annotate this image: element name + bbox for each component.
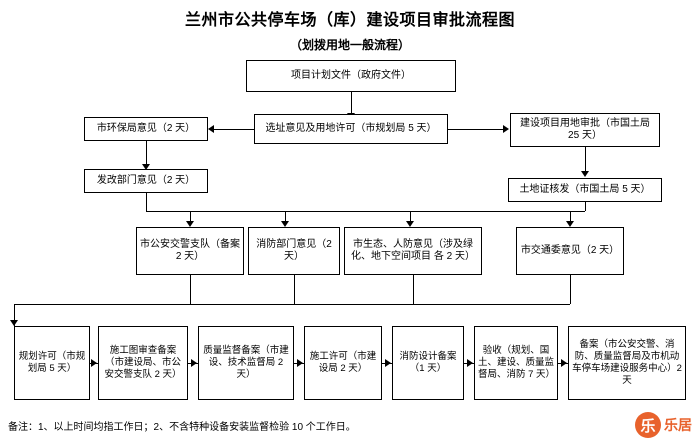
node-env-opinion[interactable]: 市环保局意见（2 天） <box>84 117 208 141</box>
node-plan-doc[interactable]: 项目计划文件（政府文件） <box>246 60 456 92</box>
riser-fire-dept <box>294 275 295 304</box>
leju-wordmark: 乐居 <box>664 417 692 433</box>
brand-logo: 乐 乐居 <box>635 412 692 438</box>
node-drawing-review[interactable]: 施工图审查备案（市建设局、市公安交警支队 2 天） <box>98 326 188 400</box>
node-construction-permit[interactable]: 施工许可（市建设局 2 天） <box>304 326 382 400</box>
node-dev-reform[interactable]: 发改部门意见（2 天） <box>84 169 208 193</box>
arrowhead-site-to-env <box>208 125 214 133</box>
arrowhead-drawing-quality <box>191 359 197 367</box>
node-fire-design[interactable]: 消防设计备案（1 天） <box>392 326 464 400</box>
node-traffic-police[interactable]: 市公安交警支队（备案 2 天） <box>136 227 244 275</box>
drop-traffic-commission <box>570 211 571 223</box>
arrowhead-fire-dept <box>281 221 289 227</box>
bus-bar-row4 <box>146 211 585 212</box>
bus-bar-row5 <box>14 304 570 305</box>
node-traffic-commission[interactable]: 市交通委意见（2 天） <box>516 227 624 275</box>
drop-eco-defense <box>410 211 411 223</box>
arrowhead-traffic-police <box>186 221 194 227</box>
arrowhead-landreview-to-cert <box>581 171 589 177</box>
node-plan-permit[interactable]: 规划许可（市规划局 5 天） <box>14 326 90 400</box>
connector-site-to-land <box>448 129 504 130</box>
connector-env-to-dev <box>146 141 147 165</box>
connector-site-to-env <box>214 129 254 130</box>
drop-to-plan-permit <box>14 304 15 326</box>
arrowhead-construction-firedesign <box>385 359 391 367</box>
arrowhead-env-to-dev <box>142 164 150 170</box>
node-acceptance[interactable]: 验收（规划、国土、建设、质量监督局、消防 7 天） <box>474 326 558 400</box>
page-title: 兰州市公共停车场（库）建设项目审批流程图 <box>184 12 515 29</box>
node-land-review[interactable]: 建设项目用地审批（市国土局 25 天） <box>510 113 660 147</box>
arrowhead-firedesign-acceptance <box>467 359 473 367</box>
riser-eco-defense <box>413 275 414 304</box>
connector-plan-to-site <box>351 92 352 114</box>
riser-traffic-commission <box>570 275 571 304</box>
arrowhead-eco-defense <box>406 221 414 227</box>
node-eco-defense[interactable]: 市生态、人防意见（涉及绿化、地下空间项目 各 2 天） <box>344 227 482 275</box>
arrowhead-planpermit-drawing <box>91 359 97 367</box>
connector-landreview-to-cert <box>585 147 586 172</box>
connector-cert-down <box>585 202 586 211</box>
arrowhead-plan-permit <box>10 320 18 326</box>
arrowhead-acceptance-final <box>561 359 567 367</box>
drop-traffic-police <box>190 211 191 223</box>
node-site-permit[interactable]: 选址意见及用地许可（市规划局 5 天） <box>254 114 448 144</box>
node-fire-dept[interactable]: 消防部门意见（2 天） <box>248 227 340 275</box>
node-quality-record[interactable]: 质量监督备案（市建设、技术监督局 2 天） <box>198 326 294 400</box>
arrowhead-quality-construction <box>297 359 303 367</box>
page-subtitle: （划拨用地一般流程） <box>289 38 410 52</box>
arrowhead-traffic-commission <box>566 221 574 227</box>
leju-mark-icon: 乐 <box>635 412 661 438</box>
footer-note: 备注：1、以上时间均指工作日；2、不含特种设备安装监督检验 10 个工作日。 <box>8 422 356 433</box>
arrowhead-site-to-land <box>503 125 509 133</box>
node-land-cert[interactable]: 土地证核发（市国土局 5 天） <box>508 178 662 202</box>
node-final-record[interactable]: 备案（市公安交警、消防、质量监督局及市机动车停车场建设服务中心）2 天 <box>568 326 686 400</box>
riser-traffic-police <box>190 275 191 304</box>
connector-dev-down <box>146 193 147 211</box>
drop-fire-dept <box>285 211 286 223</box>
